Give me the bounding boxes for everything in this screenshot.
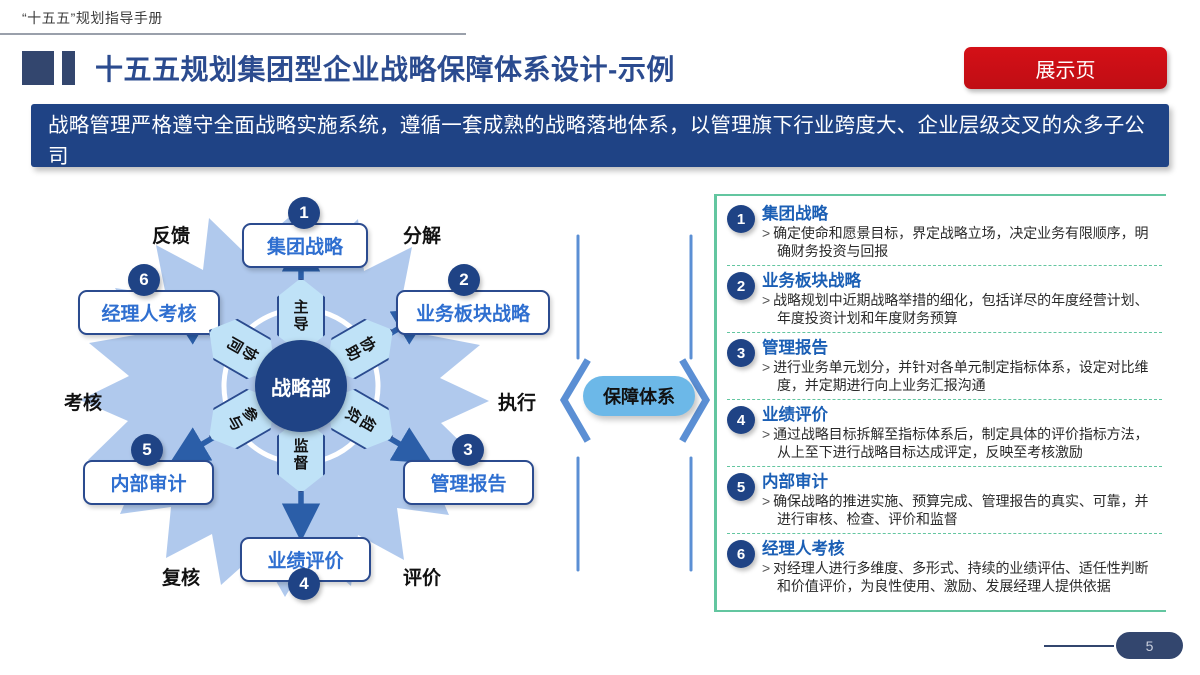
subtitle-banner: 战略管理严格遵守全面战略实施系统，遵循一套成熟的战略落地体系，以管理旗下行业跨度…: [31, 104, 1169, 168]
node-label: 经理人考核: [101, 304, 197, 325]
title-accent-block-small: [62, 51, 75, 85]
item-body: 集团战略 >确定使命和愿景目标，界定战略立场，决定业务有限顺序，明确财务投资与回…: [762, 204, 1162, 260]
title-accent-block-large: [22, 51, 54, 85]
item-title: 经理人考核: [762, 540, 845, 558]
item-number: 6: [727, 540, 755, 568]
item-body: 业绩评价 >通过战略目标拆解至指标体系后，制定具体的评价指标方法，从上至下进行战…: [762, 405, 1162, 461]
item-title: 业务板块战略: [762, 272, 861, 290]
direction-label-execute: 执行: [498, 393, 537, 414]
item-body: 经理人考核 >对经理人进行多维度、多形式、持续的业绩评估、适任性判断和价值评价，…: [762, 539, 1162, 595]
node-number-3: 3: [452, 434, 484, 466]
page-title-bar: 十五五规划集团型企业战略保障体系设计-示例: [22, 48, 675, 88]
chevrons: [559, 358, 711, 443]
item-description: >进行业务单元划分，并针对各单元制定指标体系，设定对比维度，并定期进行向上业务汇…: [762, 359, 1162, 394]
item-title: 管理报告: [762, 339, 828, 357]
list-item[interactable]: 4 业绩评价 >通过战略目标拆解至指标体系后，制定具体的评价指标方法，从上至下进…: [727, 399, 1162, 464]
node-group-strategy[interactable]: 集团战略: [242, 223, 368, 268]
node-manager-assessment[interactable]: 经理人考核: [78, 290, 220, 335]
item-number: 4: [727, 406, 755, 434]
direction-label-evaluate: 评价: [403, 568, 442, 589]
item-description: >通过战略目标拆解至指标体系后，制定具体的评价指标方法，从上至下进行战略目标达成…: [762, 426, 1162, 461]
bullet-marker: >: [762, 493, 771, 509]
hub-label: 战略部: [255, 340, 347, 432]
node-number-1: 1: [288, 197, 320, 229]
petal-label: 主导: [293, 299, 309, 333]
status-badge[interactable]: 展示页: [964, 47, 1167, 89]
item-description: >确定使命和愿景目标，界定战略立场，决定业务有限顺序，明确财务投资与回报: [762, 225, 1162, 260]
item-body: 业务板块战略 >战略规划中近期战略举措的细化，包括详尽的年度经营计划、年度投资计…: [762, 271, 1162, 327]
node-number-2: 2: [448, 264, 480, 296]
bullet-marker: >: [762, 426, 771, 442]
bullet-marker: >: [762, 359, 771, 375]
item-body: 管理报告 >进行业务单元划分，并针对各单元制定指标体系，设定对比维度，并定期进行…: [762, 338, 1162, 394]
list-item[interactable]: 2 业务板块战略 >战略规划中近期战略举措的细化，包括详尽的年度经营计划、年度投…: [727, 265, 1162, 330]
item-title: 业绩评价: [762, 406, 828, 424]
node-label: 内部审计: [110, 474, 187, 495]
direction-label-assess: 考核: [64, 393, 103, 414]
item-body: 内部审计 >确保战略的推进实施、预算完成、管理报告的真实、可靠，并进行审核、检查…: [762, 472, 1162, 528]
item-description-text: 确保战略的推进实施、预算完成、管理报告的真实、可靠，并进行审核、检查、评价和监督: [773, 493, 1149, 527]
list-item[interactable]: 3 管理报告 >进行业务单元划分，并针对各单元制定指标体系，设定对比维度，并定期…: [727, 332, 1162, 397]
item-number: 3: [727, 339, 755, 367]
item-title: 内部审计: [762, 473, 828, 491]
header-divider: [0, 33, 466, 35]
item-description-text: 战略规划中近期战略举措的细化，包括详尽的年度经营计划、年度投资计划和年度财务预算: [773, 292, 1149, 326]
details-panel: 1 集团战略 >确定使命和愿景目标，界定战略立场，决定业务有限顺序，明确财务投资…: [714, 194, 1166, 612]
bullet-marker: >: [762, 560, 771, 576]
node-number-6: 6: [128, 264, 160, 296]
node-label: 集团战略: [266, 237, 343, 258]
list-item[interactable]: 1 集团战略 >确定使命和愿景目标，界定战略立场，决定业务有限顺序，明确财务投资…: [727, 202, 1162, 263]
node-business-unit-strategy[interactable]: 业务板块战略: [396, 290, 550, 335]
direction-label-feedback: 反馈: [152, 226, 191, 247]
direction-label-decompose: 分解: [403, 226, 442, 247]
list-item[interactable]: 5 内部审计 >确保战略的推进实施、预算完成、管理报告的真实、可靠，并进行审核、…: [727, 466, 1162, 531]
item-description-text: 进行业务单元划分，并针对各单元制定指标体系，设定对比维度，并定期进行向上业务汇报…: [773, 359, 1149, 393]
petal-label: 监督: [293, 438, 309, 472]
item-title: 集团战略: [762, 205, 828, 223]
item-description-text: 对经理人进行多维度、多形式、持续的业绩评估、适任性判断和价值评价，为良性使用、激…: [773, 560, 1149, 594]
item-number: 1: [727, 205, 755, 233]
node-label: 管理报告: [430, 474, 507, 495]
item-description: >对经理人进行多维度、多形式、持续的业绩评估、适任性判断和价值评价，为良性使用、…: [762, 560, 1162, 595]
item-description-text: 通过战略目标拆解至指标体系后，制定具体的评价指标方法，从上至下进行战略目标达成评…: [773, 426, 1149, 460]
connector-group: 保障体系: [556, 190, 724, 610]
node-label: 业务板块战略: [415, 304, 530, 325]
item-number: 2: [727, 272, 755, 300]
guarantee-system-pill[interactable]: 保障体系: [583, 376, 695, 416]
node-internal-audit[interactable]: 内部审计: [83, 460, 214, 505]
item-description: >战略规划中近期战略举措的细化，包括详尽的年度经营计划、年度投资计划和年度财务预…: [762, 292, 1162, 327]
bullet-marker: >: [762, 292, 771, 308]
strategy-wheel-diagram: 战略部 主导 协助 组织 监督 参与 协同 反馈 分解 考核 执行: [40, 185, 550, 625]
node-number-5: 5: [131, 434, 163, 466]
bullet-marker: >: [762, 225, 771, 241]
page-number: 5: [1116, 632, 1183, 659]
node-label: 业绩评价: [267, 551, 344, 572]
item-description: >确保战略的推进实施、预算完成、管理报告的真实、可靠，并进行审核、检查、评价和监…: [762, 493, 1162, 528]
connector-graphics: [559, 234, 711, 572]
item-description-text: 确定使命和愿景目标，界定战略立场，决定业务有限顺序，明确财务投资与回报: [773, 225, 1149, 259]
header-kicker: “十五五”规划指导手册: [22, 10, 163, 26]
node-number-4: 4: [288, 568, 320, 600]
item-number: 5: [727, 473, 755, 501]
node-management-report[interactable]: 管理报告: [403, 460, 534, 505]
direction-label-review: 复核: [162, 568, 201, 589]
page-title: 十五五规划集团型企业战略保障体系设计-示例: [95, 54, 675, 85]
page-number-rule: [1044, 645, 1114, 647]
list-item[interactable]: 6 经理人考核 >对经理人进行多维度、多形式、持续的业绩评估、适任性判断和价值评…: [727, 533, 1162, 598]
